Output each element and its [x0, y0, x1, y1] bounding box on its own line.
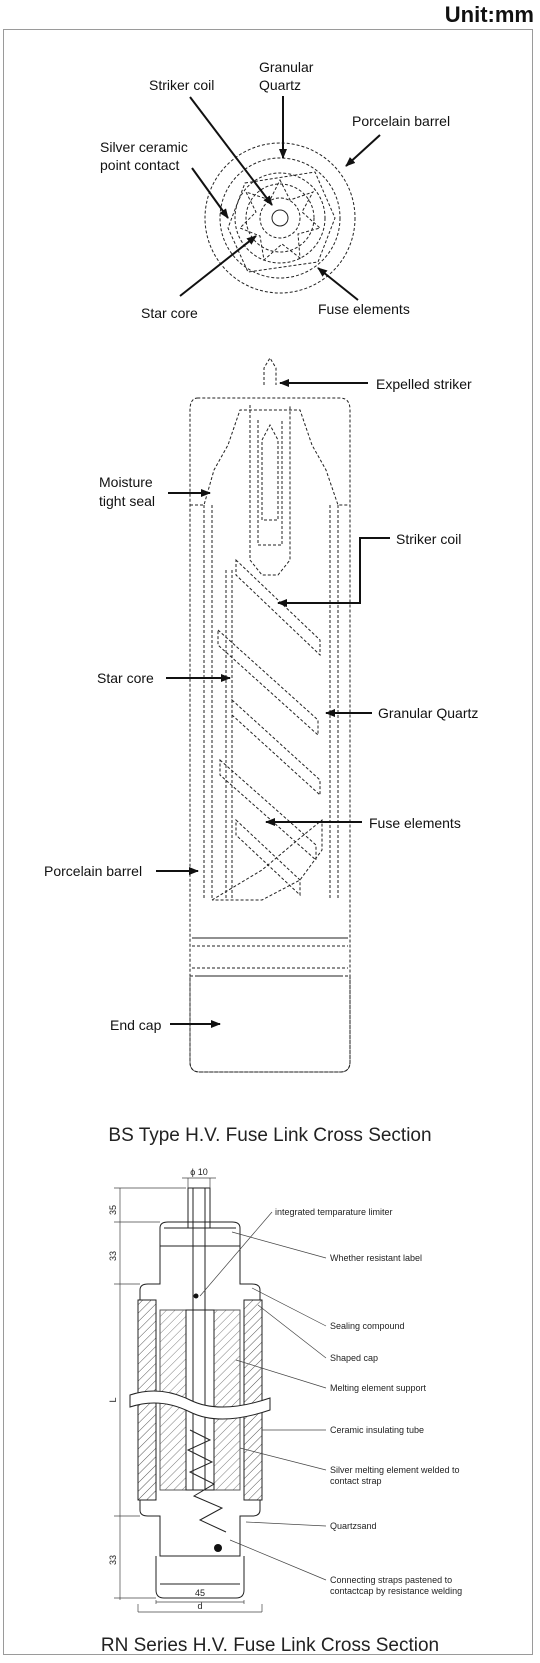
label-star-core-top: Star core	[141, 305, 198, 321]
rn-label-7: contact strap	[330, 1476, 382, 1486]
label-star-core-side: Star core	[97, 670, 154, 686]
rn-drawing	[129, 1187, 271, 1599]
label-silver-contact-1: Silver ceramic	[100, 139, 188, 155]
rn-label-8: Quartzsand	[330, 1521, 377, 1531]
rn-label-5: Ceramic insulating tube	[330, 1425, 424, 1435]
label-granular-quartz-1: Granular	[259, 59, 314, 75]
label-striker-coil-top: Striker coil	[149, 77, 214, 93]
rn-label-3: Shaped cap	[330, 1353, 378, 1363]
diagram-frame	[3, 29, 533, 1655]
rn-label-6: Silver melting element welded to	[330, 1465, 460, 1475]
rn-dimensions: ϕ 10 35 33 L 33 45 d	[108, 1167, 263, 1613]
label-moisture-seal-1: Moisture	[99, 474, 153, 490]
dim-33-top: 33	[108, 1251, 118, 1261]
bs-side-labels: Expelled striker Moisture tight seal Str…	[44, 376, 478, 1033]
bs-side-view	[189, 357, 351, 1073]
label-silver-contact-2: point contact	[100, 157, 179, 173]
unit-label: Unit:mm	[444, 2, 534, 27]
label-porcelain-barrel-top: Porcelain barrel	[352, 113, 450, 129]
rn-caption: RN Series H.V. Fuse Link Cross Section	[101, 1635, 439, 1656]
label-striker-coil-side: Striker coil	[396, 531, 461, 547]
bs-caption: BS Type H.V. Fuse Link Cross Section	[108, 1125, 431, 1146]
dim-phi10: ϕ 10	[190, 1167, 208, 1177]
dim-45: 45	[195, 1588, 205, 1598]
label-porcelain-barrel-side: Porcelain barrel	[44, 863, 142, 879]
label-expelled-striker: Expelled striker	[376, 376, 472, 392]
dim-33-bottom: 33	[108, 1555, 118, 1565]
label-granular-quartz-2: Quartz	[259, 77, 301, 93]
dim-35: 35	[108, 1205, 118, 1215]
dim-L: L	[108, 1397, 118, 1402]
rn-label-9: Connecting straps pastened to	[330, 1575, 452, 1585]
rn-label-10: contactcap by resistance welding	[330, 1586, 462, 1596]
label-end-cap: End cap	[110, 1017, 162, 1033]
rn-labels: integrated temparature limiter Whether r…	[199, 1207, 462, 1596]
rn-label-0: integrated temparature limiter	[275, 1207, 393, 1217]
rn-label-4: Melting element support	[330, 1383, 427, 1393]
label-fuse-elements-side: Fuse elements	[369, 815, 461, 831]
label-granular-quartz-side: Granular Quartz	[378, 705, 478, 721]
dim-d: d	[197, 1601, 202, 1611]
rn-label-2: Sealing compound	[330, 1321, 405, 1331]
rn-label-1: Whether resistant label	[330, 1253, 422, 1263]
label-moisture-seal-2: tight seal	[99, 493, 155, 509]
bs-top-labels: Granular Quartz Striker coil Porcelain b…	[100, 59, 450, 321]
label-fuse-elements-top: Fuse elements	[318, 301, 410, 317]
